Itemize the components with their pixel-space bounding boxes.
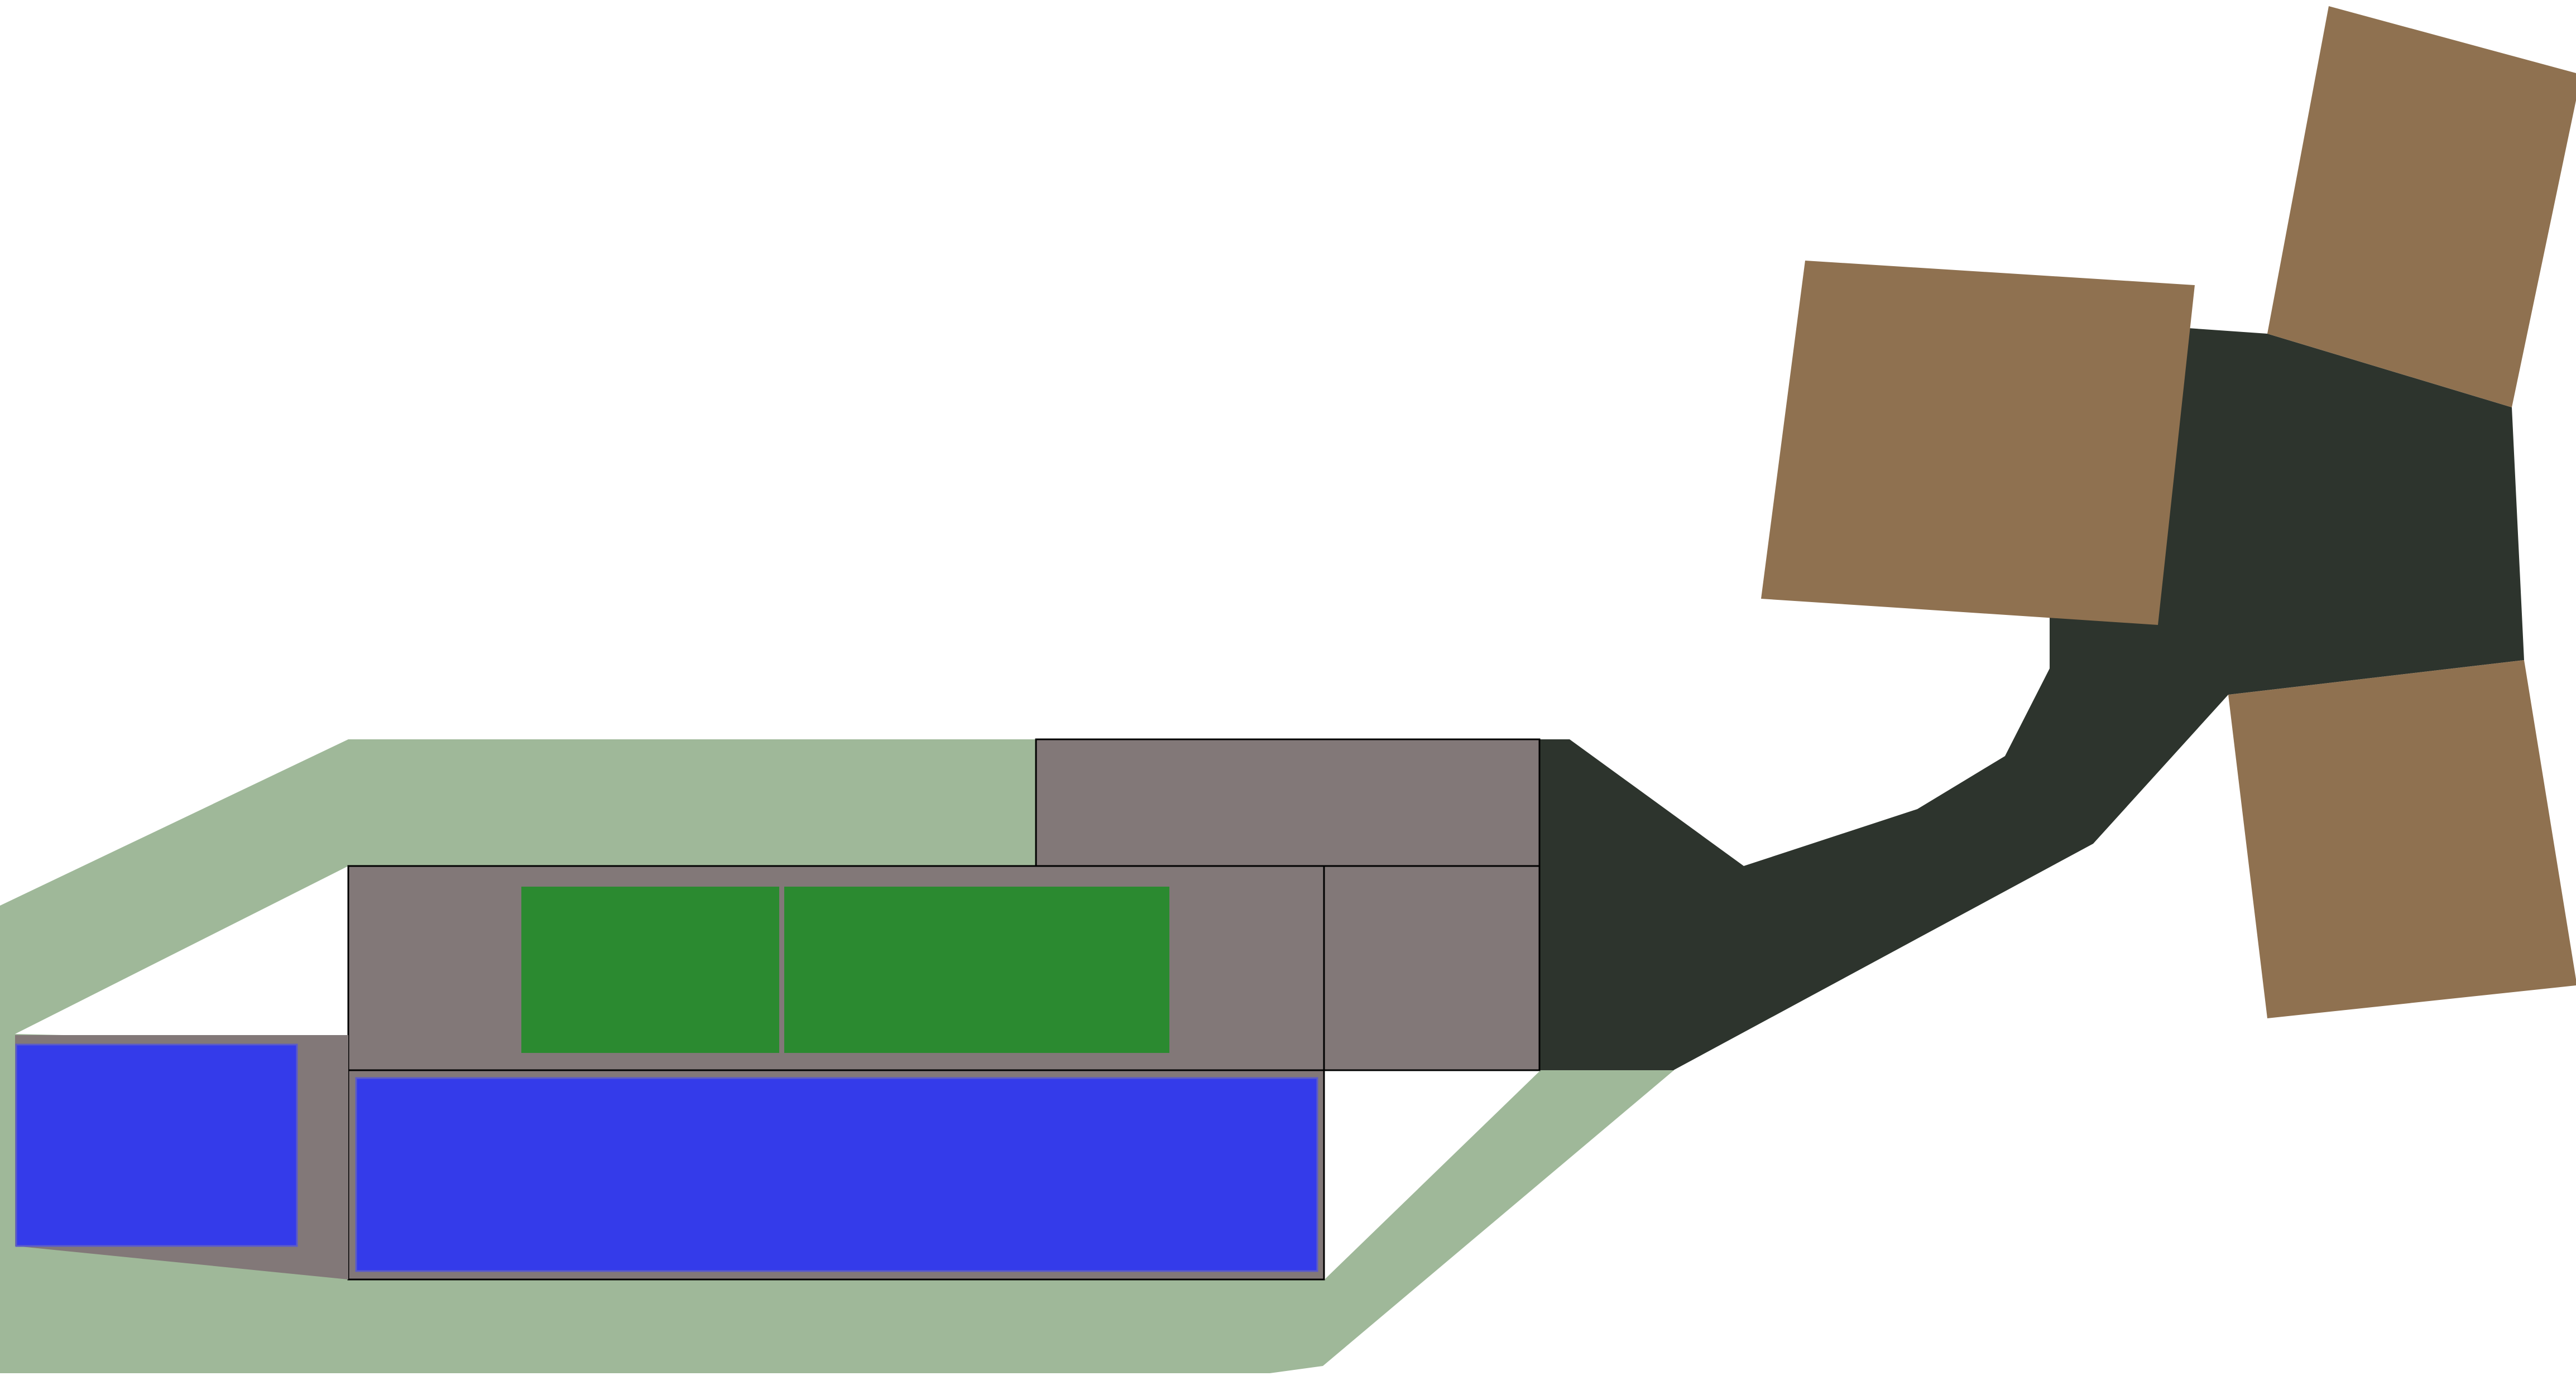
wooden-deck-bottom-right [2228,660,2576,1018]
grass-lot-left [521,887,779,1053]
pool-small [15,1043,298,1247]
building-annex [1035,738,1541,867]
dark-plaza [1539,328,2524,1070]
pool-large [355,1077,1318,1272]
wooden-deck-top-right [2267,6,2576,407]
grass-lot-right [784,887,1169,1053]
building-east-wing [1323,865,1541,1071]
wooden-deck-top-left [1761,261,2195,625]
